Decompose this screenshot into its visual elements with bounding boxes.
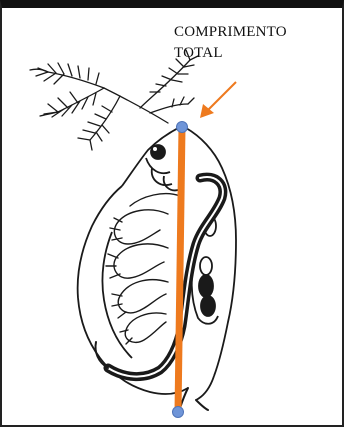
bottom-endpoint-marker [173,407,184,418]
tail-spine-illustration [180,388,208,410]
label-line-1: COMPRIMENTO [174,22,287,43]
antenna-illustration [30,50,198,150]
total-length-line [178,127,182,412]
arrow-icon [200,82,236,118]
legs-illustration [106,194,180,344]
carapace-illustration [78,126,236,400]
total-length-label: COMPRIMENTO TOTAL [174,22,287,64]
top-endpoint-marker [177,122,188,133]
label-line-2: TOTAL [174,43,287,64]
